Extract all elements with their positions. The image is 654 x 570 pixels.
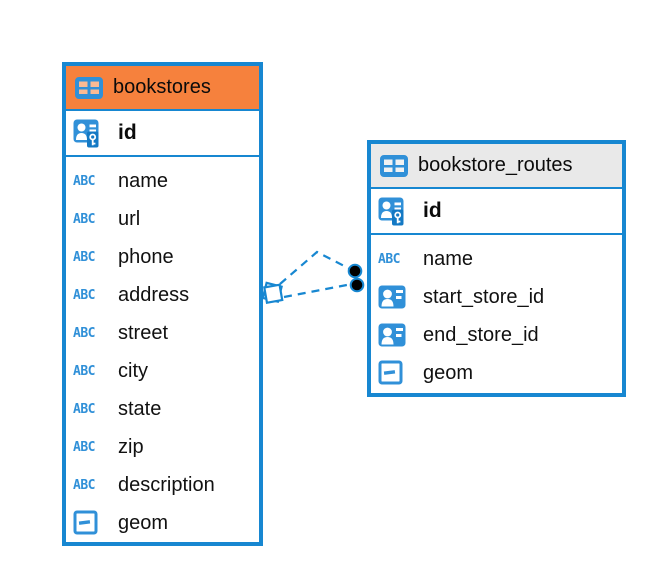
column-row[interactable]: ABC name	[66, 162, 259, 200]
text-type-icon: ABC	[73, 173, 95, 189]
column-row-id[interactable]: id	[371, 189, 622, 235]
relationship-edge[interactable]	[248, 236, 373, 316]
entity-bookstores-header[interactable]: bookstores	[66, 66, 259, 111]
column-row[interactable]: geom	[371, 354, 622, 392]
column-label: street	[118, 321, 169, 344]
column-row[interactable]: end_store_id	[371, 316, 622, 354]
column-label: url	[118, 207, 141, 230]
column-label: address	[118, 283, 190, 306]
entity-bookstore-routes[interactable]: bookstore_routes id ABC	[367, 140, 626, 397]
column-label: start_store_id	[423, 285, 545, 308]
relationship-line-lower[interactable]	[283, 282, 353, 299]
relationship-endpoint-dot[interactable]	[347, 263, 363, 279]
column-row[interactable]: ABC city	[66, 352, 259, 390]
column-row-id[interactable]: id	[66, 111, 259, 157]
column-label: geom	[118, 511, 169, 534]
table-title: bookstore_routes	[418, 154, 573, 176]
text-type-icon: ABC	[378, 251, 400, 267]
column-label: state	[118, 397, 162, 420]
text-type-icon: ABC	[73, 325, 95, 341]
text-type-icon: ABC	[73, 401, 95, 417]
text-type-icon: ABC	[73, 211, 95, 227]
column-label: phone	[118, 245, 174, 268]
reference-type-icon	[377, 285, 414, 309]
column-list: ABC name ABC url ABC phone ABC address A…	[66, 157, 259, 542]
text-type-icon: ABC	[73, 477, 95, 493]
entity-bookstore-routes-header[interactable]: bookstore_routes	[371, 144, 622, 189]
reference-type-icon	[377, 323, 414, 347]
text-type-icon: ABC	[73, 287, 95, 303]
table-icon	[75, 76, 103, 99]
column-row[interactable]: geom	[66, 504, 259, 542]
text-type-icon: ABC	[73, 363, 95, 379]
entity-bookstores[interactable]: bookstores id ABC	[62, 62, 263, 546]
table-icon	[380, 154, 408, 177]
text-type-icon: ABC	[73, 439, 95, 455]
column-row[interactable]: ABC description	[66, 466, 259, 504]
column-row[interactable]: ABC url	[66, 200, 259, 238]
primary-key-icon	[72, 119, 109, 148]
relationship-endpoint-dot[interactable]	[349, 277, 365, 293]
table-title: bookstores	[113, 76, 211, 98]
column-label: name	[118, 169, 169, 192]
column-label: geom	[423, 361, 474, 384]
primary-key-icon	[377, 197, 414, 226]
column-row[interactable]: ABC zip	[66, 428, 259, 466]
text-type-icon: ABC	[73, 249, 95, 265]
relationship-diamond-marker[interactable]	[261, 281, 284, 304]
column-label: id	[118, 121, 137, 144]
column-label: zip	[118, 435, 144, 458]
column-row[interactable]: ABC name	[371, 240, 622, 278]
geometry-type-icon	[377, 360, 414, 386]
column-list: ABC name start_store_id	[371, 235, 622, 392]
column-row[interactable]: ABC phone	[66, 238, 259, 276]
column-label: name	[423, 247, 474, 270]
geometry-type-icon	[72, 510, 109, 536]
column-label: description	[118, 473, 215, 496]
column-label: end_store_id	[423, 323, 539, 346]
column-row[interactable]: start_store_id	[371, 278, 622, 316]
column-row[interactable]: ABC state	[66, 390, 259, 428]
column-label: id	[423, 199, 442, 222]
column-row[interactable]: ABC street	[66, 314, 259, 352]
relationship-line-upper[interactable]	[279, 250, 353, 285]
column-row[interactable]: ABC address	[66, 276, 259, 314]
column-label: city	[118, 359, 148, 382]
